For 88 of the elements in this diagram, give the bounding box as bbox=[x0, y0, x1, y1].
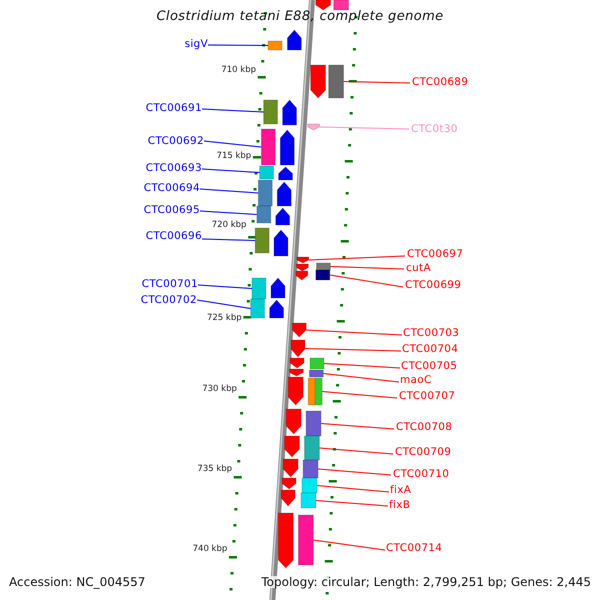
leader-line bbox=[319, 126, 410, 130]
leader-line bbox=[318, 468, 392, 476]
gene-block bbox=[268, 40, 282, 50]
gene-block bbox=[310, 358, 324, 370]
gene-label: cutA bbox=[406, 262, 431, 274]
leader-line bbox=[322, 391, 398, 398]
leader-line bbox=[196, 300, 252, 309]
leader-line bbox=[322, 373, 400, 382]
gene-label: CTC00693 bbox=[146, 162, 202, 174]
leader-line bbox=[318, 448, 394, 454]
leader-line bbox=[312, 540, 386, 550]
gene-label: CTC00708 bbox=[396, 421, 452, 433]
leader-line bbox=[198, 284, 252, 289]
map-title: Clostridium tetani E88, complete genome bbox=[155, 11, 445, 23]
gene-label: CTC00696 bbox=[146, 230, 202, 242]
leader-line bbox=[208, 44, 268, 46]
gene-block bbox=[263, 100, 278, 124]
gene-glyph bbox=[284, 436, 300, 458]
tick-label: 730 kbp bbox=[202, 385, 237, 394]
gene-block bbox=[314, 378, 323, 406]
gene-label: CTC00699 bbox=[405, 279, 462, 291]
leader-line bbox=[343, 81, 410, 84]
gene-block bbox=[301, 478, 318, 494]
leader-line bbox=[315, 500, 388, 506]
gene-label: CTC00701 bbox=[142, 278, 198, 290]
leader-line bbox=[202, 168, 260, 173]
tick-label: 715 kbp bbox=[216, 152, 252, 161]
gene-glyph bbox=[282, 458, 299, 478]
gene-label: CTC00703 bbox=[403, 327, 460, 339]
gene-block bbox=[260, 128, 276, 166]
gene-label: CTC00689 bbox=[412, 76, 468, 88]
gene-glyph bbox=[292, 322, 307, 338]
leader-line bbox=[329, 274, 404, 288]
leader-line bbox=[202, 108, 264, 112]
leader-line bbox=[320, 423, 394, 430]
gene-label: CTC00714 bbox=[386, 542, 442, 554]
gene-label: CTC00710 bbox=[393, 468, 450, 480]
gene-block bbox=[300, 492, 316, 508]
gene-label: fixA bbox=[390, 484, 412, 496]
gene-block bbox=[250, 298, 266, 318]
gene-label: CTC0t30 bbox=[411, 123, 458, 135]
gene-block bbox=[316, 262, 331, 270]
gene-block bbox=[256, 206, 272, 224]
gene-block bbox=[259, 166, 274, 180]
leader-line bbox=[316, 485, 390, 492]
gene-block bbox=[302, 460, 319, 478]
gene-block bbox=[254, 228, 270, 254]
leader-line bbox=[202, 238, 256, 241]
leader-line bbox=[200, 188, 259, 194]
gene-glyph bbox=[307, 124, 320, 131]
leader-line bbox=[200, 210, 258, 215]
leader-line bbox=[308, 256, 406, 260]
gene-label: CTC00704 bbox=[402, 343, 458, 355]
gene-label: sigV bbox=[184, 38, 208, 50]
gene-block bbox=[258, 180, 273, 206]
tick-label: 740 kbp bbox=[192, 545, 228, 554]
gene-label: CTC00705 bbox=[401, 360, 458, 372]
gene-block bbox=[304, 436, 320, 460]
gene-label: fixB bbox=[389, 499, 410, 511]
gene-label: CTC00707 bbox=[399, 390, 456, 402]
gene-label: CTC00692 bbox=[148, 135, 204, 147]
gene-label: CTC00697 bbox=[407, 248, 464, 260]
leader-line bbox=[330, 266, 404, 270]
gene-glyph bbox=[296, 256, 310, 264]
gene-block bbox=[328, 64, 344, 98]
genome-info-text: Topology: circular; Length: 2,799,251 bp; Genes: 2,445 bbox=[261, 576, 591, 588]
gene-block bbox=[315, 270, 330, 280]
gene-label: maoC bbox=[400, 374, 432, 386]
gene-block bbox=[306, 410, 322, 436]
tick-label: 725 kbp bbox=[206, 314, 242, 323]
gene-label: CTC00702 bbox=[140, 294, 197, 306]
accession-text: Accession: NC_004557 bbox=[9, 576, 146, 588]
gene-glyph bbox=[290, 340, 306, 358]
tick-label: 710 kbp bbox=[221, 66, 256, 75]
gene-label: CTC00695 bbox=[144, 204, 200, 216]
gene-label: CTC00709 bbox=[395, 446, 452, 458]
gene-label: CTC00694 bbox=[144, 182, 200, 194]
gene-block bbox=[298, 514, 314, 566]
leader-line bbox=[324, 363, 400, 368]
gene-block bbox=[308, 370, 324, 378]
tick-label: 720 kbp bbox=[212, 221, 246, 230]
tick-label: 735 kbp bbox=[197, 465, 232, 474]
gene-label: CTC00691 bbox=[146, 102, 202, 114]
leader-line bbox=[306, 330, 402, 336]
leader-line bbox=[204, 140, 262, 148]
gene-block bbox=[251, 278, 266, 300]
gene-glyph bbox=[280, 490, 296, 507]
leader-line bbox=[304, 348, 402, 352]
